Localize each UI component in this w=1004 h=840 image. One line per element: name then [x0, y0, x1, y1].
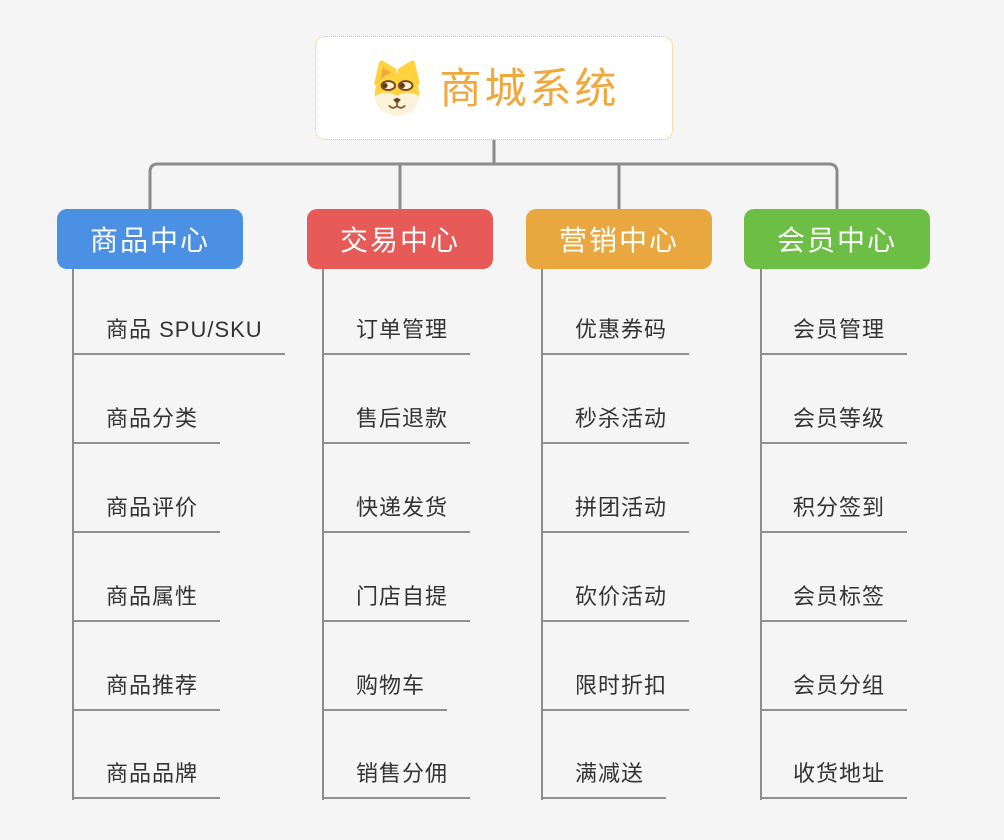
leaf-node[interactable]: 商品评价: [73, 493, 221, 533]
leaf-node[interactable]: 拼团活动: [542, 493, 690, 533]
leaf-node[interactable]: 商品属性: [73, 582, 221, 622]
leaf-node[interactable]: 会员分组: [760, 671, 908, 711]
branch-node-marketing-center[interactable]: 营销中心: [526, 209, 712, 269]
leaf-node[interactable]: 商品推荐: [73, 671, 221, 711]
root-node[interactable]: 商城系统: [315, 36, 673, 140]
branch-member-center: 会员中心 会员管理 会员等级 积分签到 会员标签 会员分组 收货地址: [744, 0, 930, 840]
leaf-node[interactable]: 收货地址: [760, 759, 908, 799]
leaf-node[interactable]: 限时折扣: [542, 671, 690, 711]
leaf-node[interactable]: 快递发货: [323, 493, 471, 533]
leaf-node[interactable]: 销售分佣: [323, 759, 471, 799]
leaf-node[interactable]: 商品品牌: [73, 759, 221, 799]
leaf-node[interactable]: 会员标签: [760, 582, 908, 622]
leaf-node[interactable]: 满减送: [542, 759, 667, 799]
leaf-node[interactable]: 商品 SPU/SKU: [73, 315, 285, 355]
leaf-node[interactable]: 售后退款: [323, 404, 471, 444]
branch-marketing-center: 营销中心 优惠券码 秒杀活动 拼团活动 砍价活动 限时折扣 满减送: [526, 0, 712, 840]
leaf-node[interactable]: 会员等级: [760, 404, 908, 444]
doge-icon: [368, 58, 426, 118]
leaf-node[interactable]: 会员管理: [760, 315, 908, 355]
leaf-node[interactable]: 砍价活动: [542, 582, 690, 622]
leaf-node[interactable]: 商品分类: [73, 404, 221, 444]
branch-trade-center: 交易中心 订单管理 售后退款 快递发货 门店自提 购物车 销售分佣: [307, 0, 493, 840]
branch-node-trade-center[interactable]: 交易中心: [307, 209, 493, 269]
root-title: 商城系统: [439, 65, 620, 112]
leaf-node[interactable]: 门店自提: [323, 582, 471, 622]
leaf-node[interactable]: 购物车: [323, 671, 448, 711]
leaf-node[interactable]: 订单管理: [323, 315, 471, 355]
branch-node-product-center[interactable]: 商品中心: [57, 209, 243, 269]
leaf-node[interactable]: 秒杀活动: [542, 404, 690, 444]
leaf-node[interactable]: 积分签到: [760, 493, 908, 533]
leaf-node[interactable]: 优惠券码: [542, 315, 690, 355]
branch-node-member-center[interactable]: 会员中心: [744, 209, 930, 269]
branch-product-center: 商品中心 商品 SPU/SKU 商品分类 商品评价 商品属性 商品推荐 商品品牌: [57, 0, 285, 840]
